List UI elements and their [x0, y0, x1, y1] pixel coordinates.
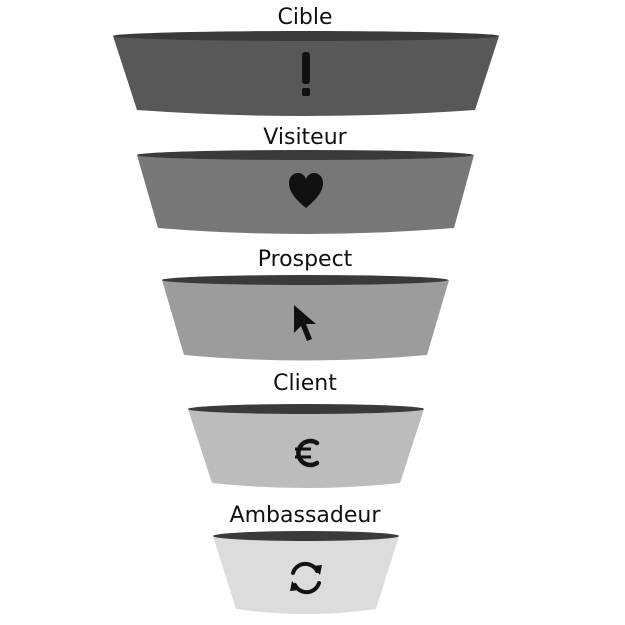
stage-rim [213, 531, 399, 541]
stage-rim [188, 404, 424, 414]
euro-icon [295, 438, 320, 468]
funnel-stage-client: Client [188, 371, 424, 488]
stage-rim [137, 150, 473, 160]
stage-label: Prospect [258, 247, 353, 272]
stage-body [213, 536, 399, 614]
funnel-stage-visiteur: Visiteur [137, 125, 474, 234]
funnel-stage-ambassadeur: Ambassadeur [213, 503, 399, 614]
stage-rim [113, 31, 499, 41]
stage-label: Client [273, 371, 337, 396]
heart-icon [289, 173, 323, 208]
stage-label: Visiteur [263, 125, 347, 150]
refresh-icon [290, 561, 322, 595]
stage-label: Ambassadeur [230, 503, 382, 528]
stage-rim [162, 275, 448, 285]
exclamation-icon [302, 52, 310, 96]
stage-label: Cible [277, 5, 332, 30]
funnel-stage-cible: Cible [113, 5, 499, 116]
cursor-icon [294, 305, 316, 341]
funnel-stage-prospect: Prospect [162, 247, 449, 361]
